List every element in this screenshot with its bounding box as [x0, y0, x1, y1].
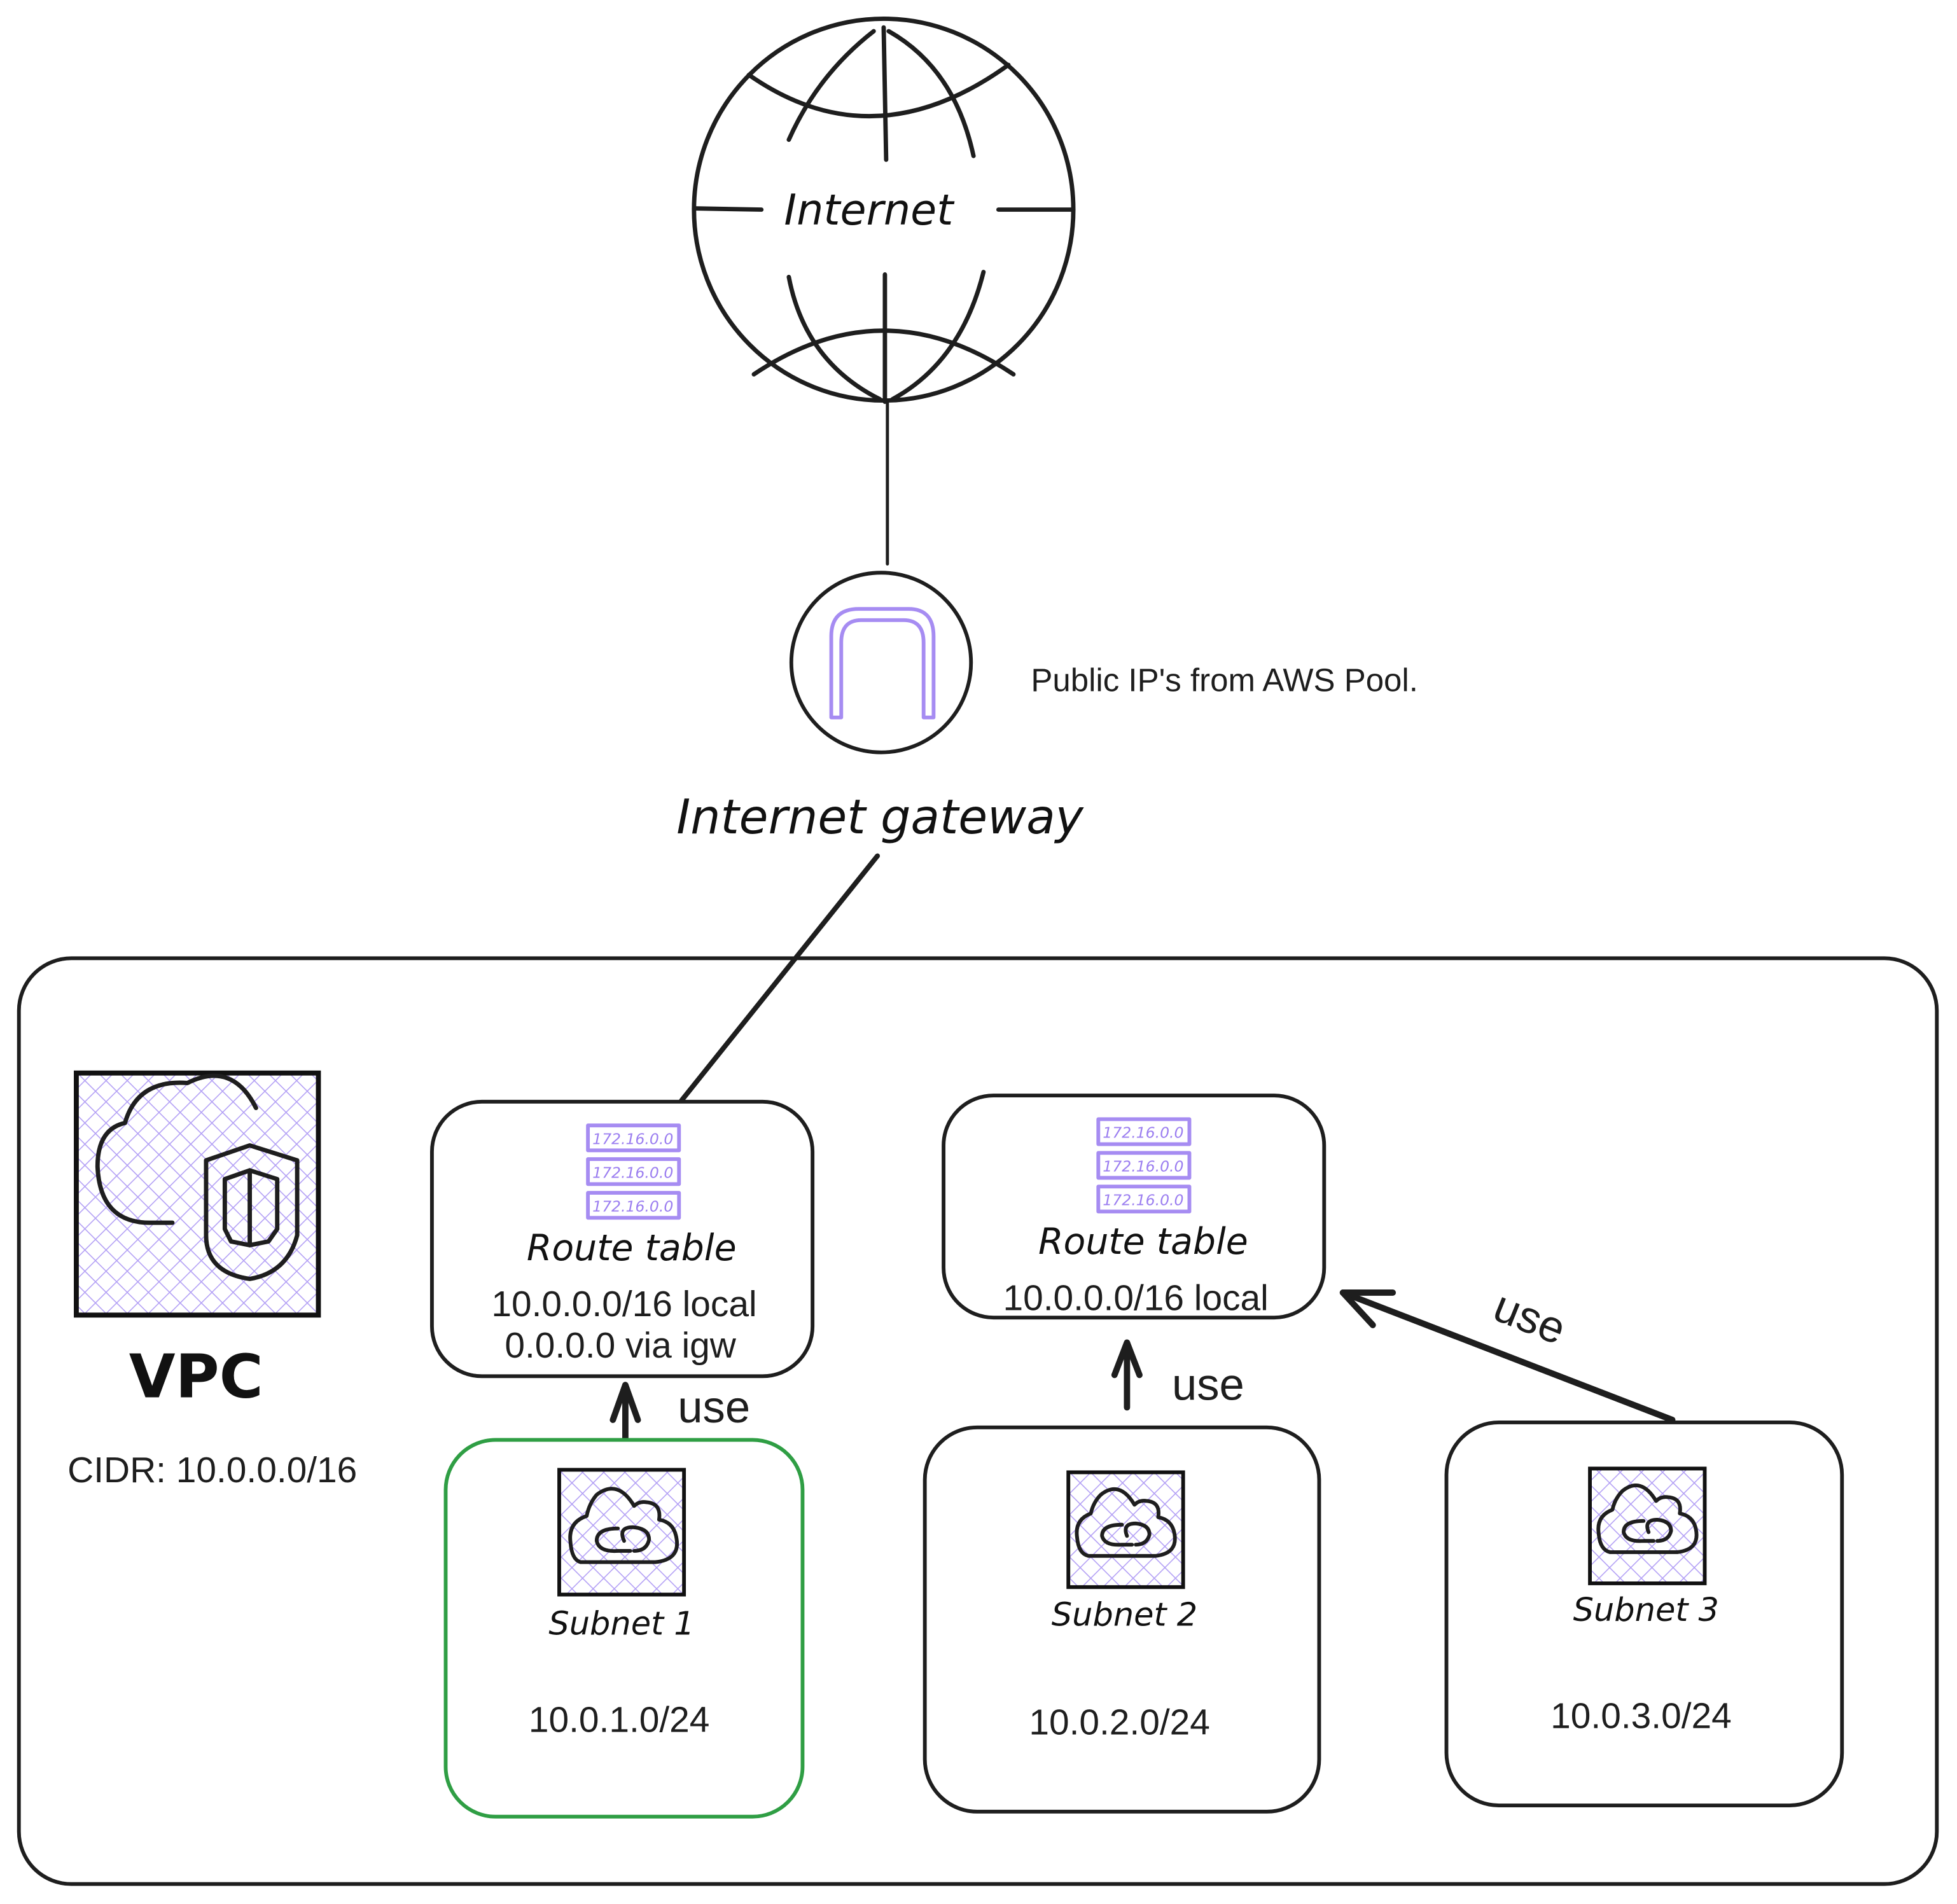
- use-label-2: use: [1172, 1359, 1244, 1410]
- internet-label: Internet: [784, 185, 955, 235]
- route-entries-icon: 172.16.0.0 172.16.0.0 172.16.0.0: [1096, 1117, 1192, 1214]
- gateway-route-table-link: [679, 853, 881, 1103]
- vpc-container[interactable]: [17, 956, 1939, 1886]
- subnet-label: Subnet 2: [1052, 1597, 1197, 1634]
- route-entries-icon: 172.16.0.0 172.16.0.0 172.16.0.0: [586, 1123, 681, 1220]
- route-entry: 172.16.0.0: [1103, 1124, 1183, 1142]
- subnet-cidr: 10.0.3.0/24: [1550, 1696, 1732, 1736]
- subnet-2[interactable]: Subnet 2 10.0.2.0/24: [923, 1425, 1321, 1814]
- use-label-3: use: [1487, 1281, 1573, 1354]
- subnet-3[interactable]: Subnet 3 10.0.3.0/24: [1444, 1420, 1844, 1807]
- internet-globe-icon[interactable]: [692, 16, 1076, 404]
- vpc-cidr: CIDR: 10.0.0.0/16: [67, 1450, 357, 1491]
- route-entry: 172.16.0.0: [1103, 1192, 1183, 1209]
- route-table-title: Route table: [1038, 1221, 1248, 1263]
- internet-gateway-icon[interactable]: [789, 571, 973, 754]
- subnet-label: Subnet 3: [1573, 1592, 1719, 1629]
- subnet-cidr: 10.0.2.0/24: [1029, 1702, 1210, 1742]
- use-arrow-3: [1339, 1289, 1676, 1423]
- route-line: 10.0.0.0/16 local: [1003, 1278, 1268, 1318]
- subnet-cidr: 10.0.1.0/24: [529, 1700, 710, 1740]
- vpc-icon[interactable]: [74, 1070, 321, 1318]
- subnet-cloud-icon: [557, 1468, 686, 1597]
- route-line: 0.0.0.0 via igw: [505, 1326, 736, 1366]
- gateway-label: Internet gateway: [676, 789, 1084, 845]
- subnet-1[interactable]: Subnet 1 10.0.1.0/24: [443, 1438, 805, 1819]
- route-entry: 172.16.0.0: [592, 1130, 673, 1148]
- vpc-label: VPC: [129, 1343, 263, 1412]
- gateway-note: Public IP's from AWS Pool.: [1031, 662, 1418, 698]
- use-label-1: use: [678, 1382, 750, 1432]
- route-entry: 172.16.0.0: [592, 1164, 673, 1182]
- subnet-cloud-icon: [1066, 1470, 1185, 1589]
- use-arrow-2: [1111, 1339, 1143, 1411]
- route-table-title: Route table: [527, 1227, 737, 1269]
- route-table-1[interactable]: 172.16.0.0 172.16.0.0 172.16.0.0 Route t…: [429, 1099, 815, 1379]
- route-entry: 172.16.0.0: [1103, 1158, 1183, 1176]
- route-entry: 172.16.0.0: [592, 1197, 673, 1215]
- subnet-label: Subnet 1: [548, 1605, 694, 1643]
- subnet-cloud-icon: [1588, 1466, 1707, 1585]
- route-line: 10.0.0.0/16 local: [491, 1284, 756, 1324]
- route-table-2[interactable]: 172.16.0.0 172.16.0.0 172.16.0.0 Route t…: [942, 1094, 1327, 1320]
